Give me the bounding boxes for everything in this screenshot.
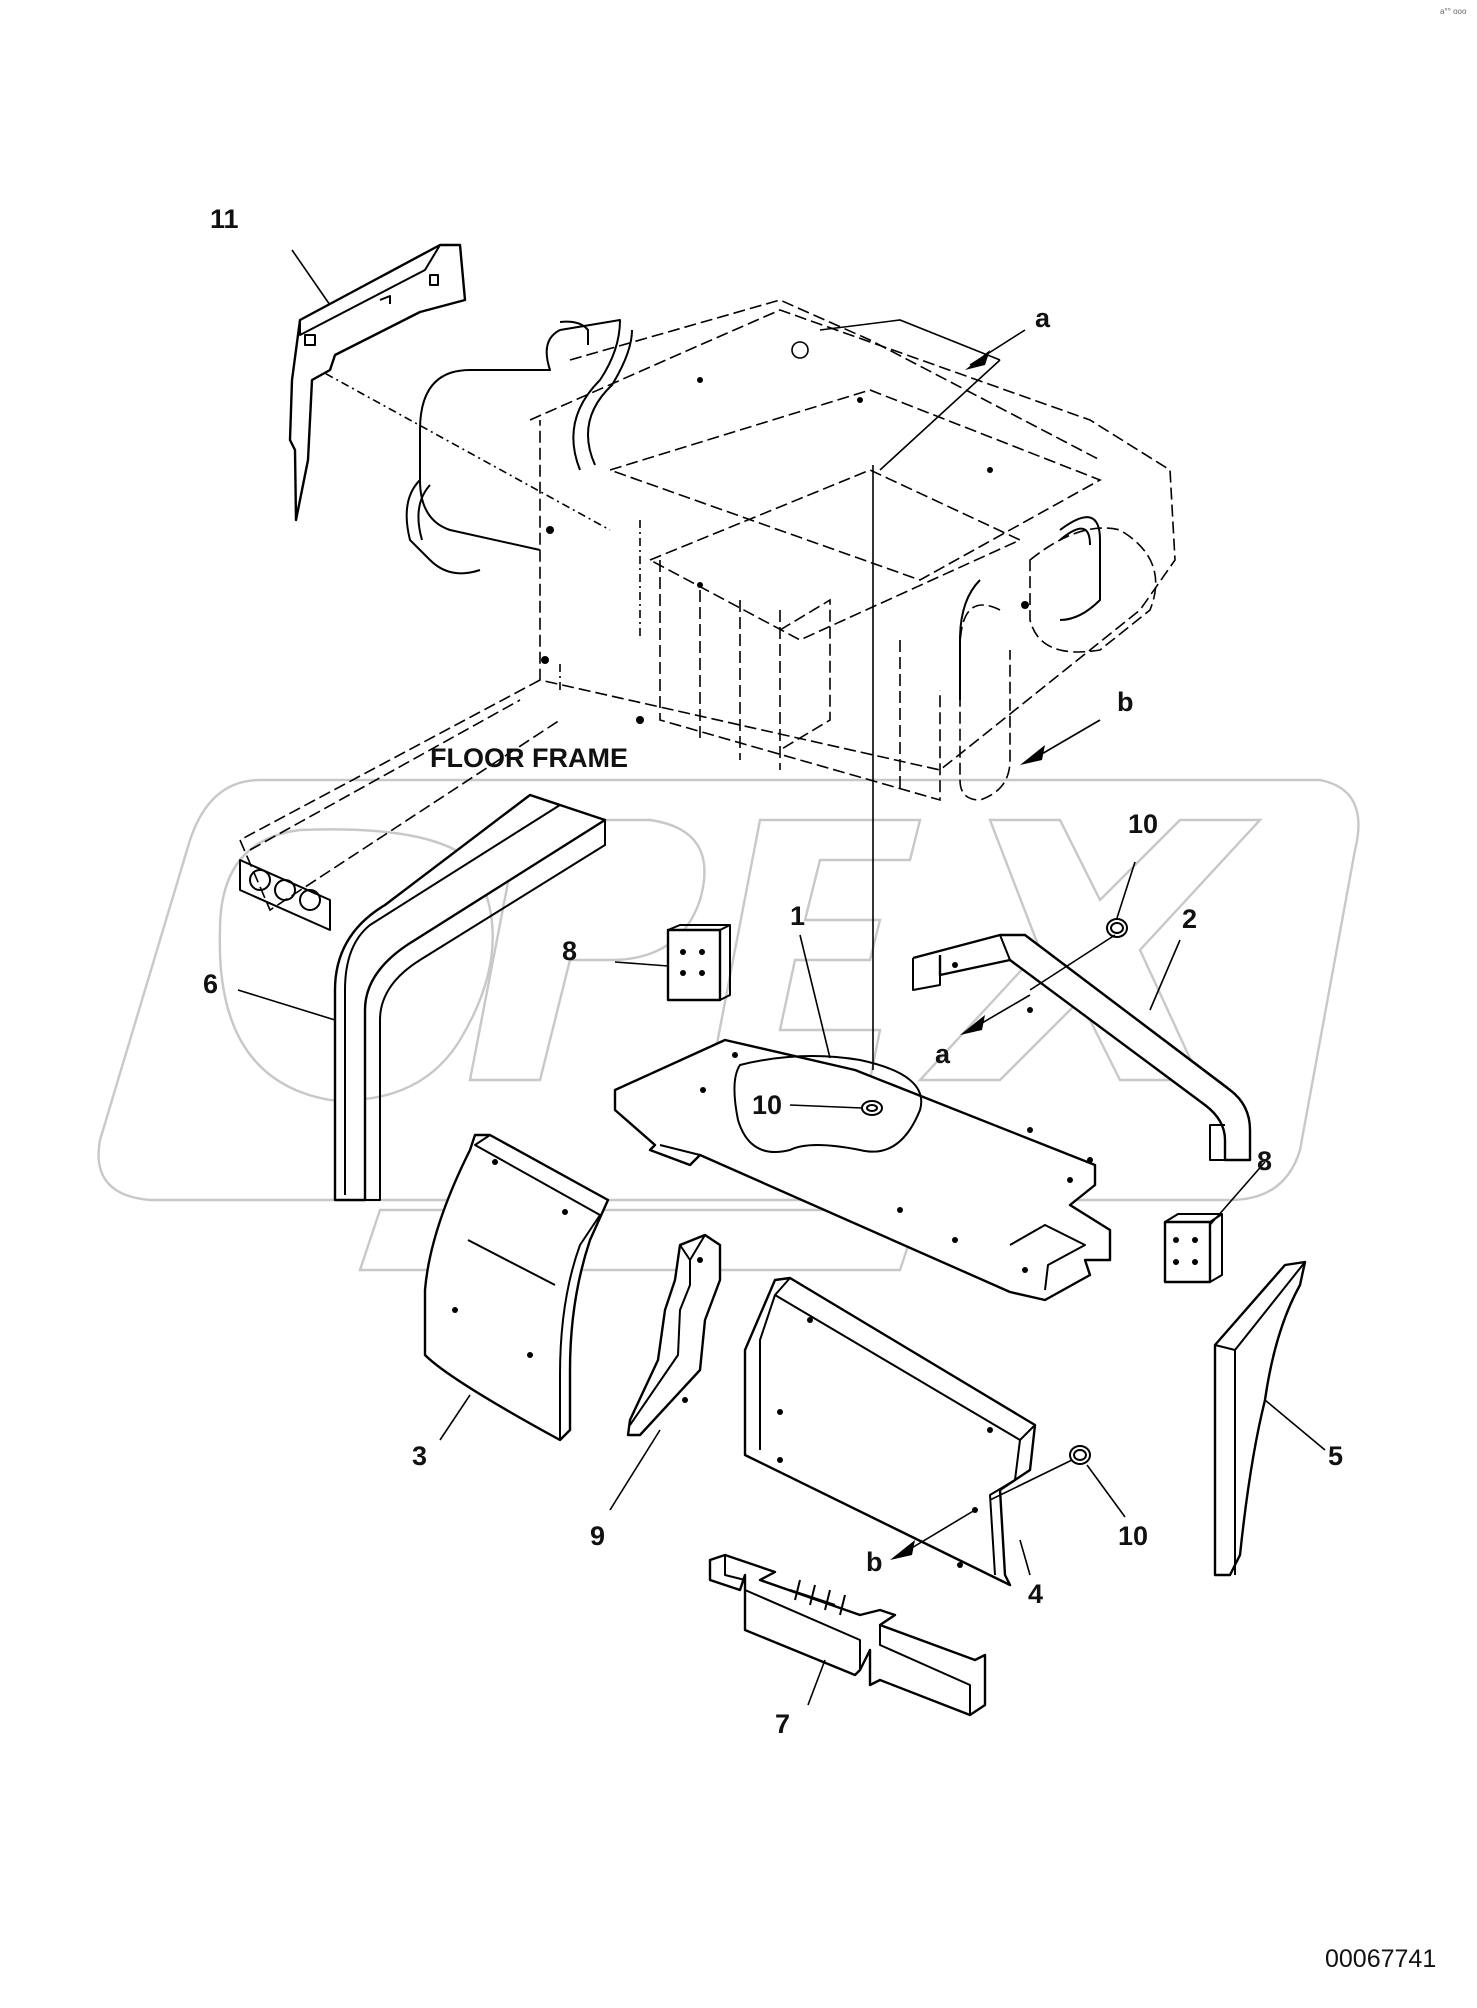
drawing-number: 00067741 — [1325, 1945, 1436, 1973]
floor-frame — [238, 299, 1176, 931]
part-2-bracket — [912, 933, 1252, 1162]
part-9-bracket — [626, 1233, 722, 1437]
ref-b-lower: b — [866, 1547, 883, 1577]
label-part-8-lower: 8 — [1257, 1146, 1272, 1176]
label-part-8-upper: 8 — [562, 936, 577, 966]
part-7-channel — [708, 1553, 987, 1717]
label-part-4: 4 — [1028, 1579, 1043, 1609]
label-part-2: 2 — [1182, 904, 1197, 934]
label-part-5: 5 — [1328, 1441, 1343, 1471]
opex-watermark — [97, 778, 1360, 1272]
ref-a-lower: a — [935, 1039, 951, 1069]
label-part-9: 9 — [590, 1521, 605, 1551]
label-part-6: 6 — [203, 969, 218, 999]
label-part-10-upper: 10 — [1128, 809, 1158, 839]
label-part-1: 1 — [790, 901, 805, 931]
part-3-panel — [423, 1133, 610, 1442]
corner-mark: a°° ooo — [1440, 7, 1467, 16]
part-11-panel — [288, 243, 467, 522]
floor-frame-label: FLOOR FRAME — [430, 743, 628, 773]
part-5-panel — [1213, 1260, 1307, 1577]
labels: a°° ooo FLOOR FRAME 11 6 8 1 10 2 10 8 3… — [203, 7, 1467, 1973]
label-part-11: 11 — [210, 204, 239, 234]
label-part-10-lower: 10 — [1118, 1521, 1148, 1551]
label-part-7: 7 — [775, 1709, 790, 1739]
reference-arrows — [890, 329, 1101, 1560]
part-8-pad-lower — [1163, 1213, 1223, 1284]
part-1-floor-plate — [613, 1038, 1112, 1302]
ref-b-upper: b — [1117, 687, 1134, 717]
label-part-3: 3 — [412, 1441, 427, 1471]
reference-lines — [309, 319, 1001, 1070]
part-10-rings — [1069, 918, 1128, 1465]
leader-lines — [237, 249, 1326, 1706]
label-part-10-plate: 10 — [752, 1090, 782, 1120]
ref-a-upper: a — [1035, 303, 1051, 333]
part-8-pad-upper — [666, 924, 731, 1002]
part-4-panel — [743, 1276, 1037, 1587]
part-6-beam — [333, 793, 607, 1202]
